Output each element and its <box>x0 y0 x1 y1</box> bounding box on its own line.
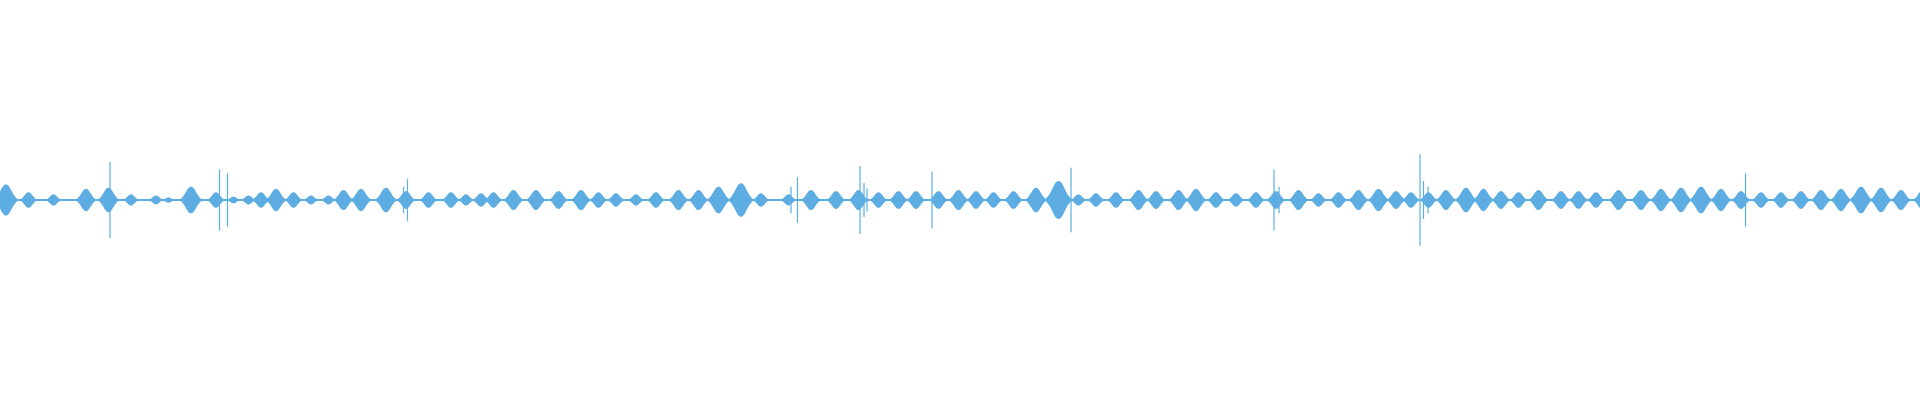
waveform-lobe <box>320 195 337 205</box>
waveform-lobe <box>1771 192 1791 208</box>
waveform-lobe <box>1731 191 1751 209</box>
waveform-lobe <box>396 191 416 209</box>
waveform-lobe <box>97 187 120 213</box>
waveform-lobe <box>906 191 926 209</box>
waveform-lobe <box>627 194 645 206</box>
waveform-lobe <box>1367 188 1390 212</box>
waveform-lobe <box>646 192 666 208</box>
waveform-lobe <box>503 189 524 211</box>
waveform-lobe <box>706 186 731 214</box>
waveform-lobe <box>226 196 241 204</box>
waveform-lobe <box>1246 192 1266 208</box>
waveform-lobe <box>607 193 625 207</box>
waveform-lobe <box>888 191 909 209</box>
waveform-lobe <box>1168 189 1189 211</box>
waveform-lobe <box>1329 192 1348 208</box>
waveform-lobe <box>1509 192 1528 208</box>
waveform-lobe <box>441 192 461 208</box>
waveform-lobe <box>948 189 969 211</box>
waveform-lobe <box>472 193 490 207</box>
waveform-lobe <box>303 195 319 205</box>
waveform-lobe <box>1348 189 1369 211</box>
waveform-lobe <box>1751 192 1771 208</box>
waveform-lobe <box>1810 189 1832 211</box>
waveform-lobe <box>457 194 475 206</box>
waveform-lobe <box>1435 189 1457 211</box>
waveform-lobe <box>1689 186 1713 214</box>
waveform-lobe <box>1227 193 1245 207</box>
waveform-lobe <box>1044 181 1073 219</box>
waveform-lobe <box>1128 189 1149 211</box>
waveform-lobe <box>1830 188 1852 212</box>
waveform-lobe <box>75 188 97 212</box>
waveform-lobe <box>1106 192 1126 208</box>
waveform-lobe <box>1309 193 1328 207</box>
waveform-lobe <box>570 189 592 211</box>
waveform-lobe <box>206 192 226 208</box>
waveform-lobe <box>1003 191 1024 209</box>
waveform-lobe <box>1266 191 1286 209</box>
waveform-lobe <box>161 197 176 203</box>
waveform-lobe <box>848 189 869 211</box>
waveform-lobe <box>148 195 164 205</box>
waveform-lobe <box>350 188 372 212</box>
waveform-lobe <box>1472 188 1495 212</box>
waveform-lobe <box>1912 191 1920 209</box>
waveform-lobe <box>1849 186 1873 214</box>
waveform-lobe <box>1288 189 1309 211</box>
waveform-lobe <box>1710 188 1732 212</box>
waveform-lobe <box>826 191 846 209</box>
waveform-lobe <box>1206 192 1226 208</box>
waveform-lobe <box>1551 191 1571 209</box>
waveform-lobe <box>984 192 1003 208</box>
waveform-lobe <box>179 186 203 214</box>
waveform-lobe <box>1454 187 1478 213</box>
waveform-lobe <box>45 194 62 206</box>
waveform-lobe <box>251 192 271 208</box>
waveform-lobe <box>284 192 303 208</box>
waveform-lobe <box>1087 193 1105 207</box>
waveform-lobe <box>1630 189 1652 211</box>
waveform-lobe <box>1070 194 1087 206</box>
waveform-lobe <box>1386 191 1406 209</box>
waveform-lobe <box>1586 192 1606 208</box>
waveform-lobe <box>525 189 547 211</box>
waveform-lobe <box>752 193 770 207</box>
waveform-lobe <box>240 195 257 205</box>
waveform-lobe <box>19 192 38 208</box>
waveform-lobe <box>265 188 287 212</box>
waveform-lobe <box>928 191 949 209</box>
waveform-lobe <box>1669 187 1693 213</box>
waveform-lobe <box>1024 187 1048 213</box>
waveform-lobe <box>727 183 755 217</box>
waveform-lobe <box>1869 187 1893 213</box>
waveform-lobe <box>548 191 569 209</box>
waveform-lobe <box>374 187 398 213</box>
waveform-lobe <box>668 189 689 211</box>
waveform-lobe <box>1608 189 1629 211</box>
waveform-lobe <box>1650 188 1672 212</box>
waveform-lobe <box>122 194 140 206</box>
waveform-lobe <box>333 189 354 211</box>
waveform-lobe <box>484 192 503 208</box>
waveform-lobe <box>966 191 986 209</box>
waveform-lobe <box>0 184 19 216</box>
waveform-lobe <box>1791 191 1811 209</box>
waveform-lobe <box>780 194 797 206</box>
waveform-lobe <box>1401 192 1421 208</box>
waveform-lobe <box>800 189 822 211</box>
waveform-lobe <box>688 189 709 211</box>
waveform-lobe <box>1890 189 1912 211</box>
waveform-lobe <box>1491 191 1511 209</box>
waveform-lobe <box>419 192 438 208</box>
waveform-lobe <box>589 192 608 208</box>
waveform-lobe <box>1528 189 1549 211</box>
waveform-lobe <box>869 192 888 208</box>
waveform-lobe <box>1568 191 1589 209</box>
waveform-lobe <box>1185 188 1207 212</box>
waveform-lobe <box>1146 191 1166 209</box>
